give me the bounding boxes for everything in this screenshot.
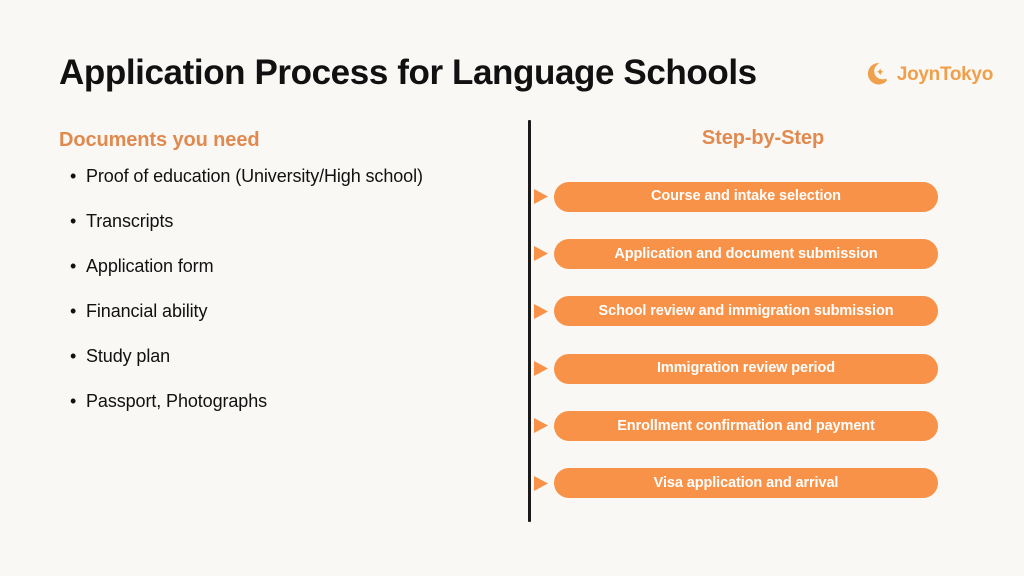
- step-pill[interactable]: School review and immigration submission: [554, 296, 938, 327]
- list-item-label: Passport, Photographs: [86, 391, 268, 411]
- bullet-icon: •: [70, 211, 77, 231]
- list-item: School review and immigration submission: [528, 283, 1024, 340]
- bullet-icon: •: [70, 166, 77, 186]
- list-item: • Proof of education (University/High sc…: [70, 166, 520, 211]
- slide-header: Application Process for Language Schools…: [0, 0, 1024, 118]
- list-item: Course and intake selection: [528, 168, 1024, 225]
- steps-list: Course and intake selection Application …: [528, 168, 1024, 512]
- page-title: Application Process for Language Schools: [59, 53, 757, 92]
- documents-list: • Proof of education (University/High sc…: [70, 166, 520, 436]
- step-pill[interactable]: Course and intake selection: [554, 181, 938, 212]
- bullet-icon: •: [70, 256, 77, 276]
- step-pill[interactable]: Enrollment confirmation and payment: [554, 410, 938, 441]
- step-label: Visa application and arrival: [653, 474, 839, 491]
- play-triangle-icon: [528, 303, 554, 320]
- play-triangle-icon: [528, 417, 554, 434]
- list-item: Enrollment confirmation and payment: [528, 397, 1024, 454]
- brand-logo: JoynTokyo: [865, 59, 993, 89]
- play-triangle-icon: [528, 188, 554, 205]
- step-label: School review and immigration submission: [598, 302, 894, 319]
- list-item-label: Proof of education (University/High scho…: [86, 166, 423, 186]
- list-item-label: Study plan: [86, 346, 171, 366]
- bullet-icon: •: [70, 346, 77, 366]
- list-item: Immigration review period: [528, 340, 1024, 397]
- list-item-label: Application form: [86, 256, 214, 276]
- step-label: Course and intake selection: [651, 188, 841, 205]
- list-item-label: Financial ability: [86, 301, 208, 321]
- list-item: Application and document submission: [528, 225, 1024, 282]
- list-item: • Financial ability: [70, 301, 520, 346]
- documents-column: Documents you need • Proof of education …: [0, 118, 520, 558]
- brand-name: JoynTokyo: [896, 63, 993, 85]
- column-divider: [528, 120, 531, 522]
- crescent-moon-sparkle-icon: [867, 62, 887, 84]
- step-pill[interactable]: Application and document submission: [554, 238, 938, 269]
- list-item-label: Transcripts: [86, 211, 174, 231]
- documents-heading: Documents you need: [59, 129, 260, 151]
- step-label: Enrollment confirmation and payment: [617, 417, 875, 434]
- step-pill[interactable]: Visa application and arrival: [554, 468, 938, 499]
- list-item: • Transcripts: [70, 211, 520, 256]
- step-label: Application and document submission: [614, 245, 878, 262]
- steps-heading: Step-by-Step: [701, 127, 825, 149]
- play-triangle-icon: [528, 360, 554, 377]
- list-item: • Study plan: [70, 346, 520, 391]
- list-item: • Passport, Photographs: [70, 391, 520, 436]
- step-pill[interactable]: Immigration review period: [554, 353, 938, 384]
- list-item: Visa application and arrival: [528, 454, 1024, 511]
- step-label: Immigration review period: [657, 360, 835, 377]
- bullet-icon: •: [70, 391, 77, 411]
- list-item: • Application form: [70, 256, 520, 301]
- play-triangle-icon: [528, 245, 554, 262]
- steps-column: Step-by-Step Course and intake selection…: [528, 118, 1024, 558]
- play-triangle-icon: [528, 475, 554, 492]
- bullet-icon: •: [70, 301, 77, 321]
